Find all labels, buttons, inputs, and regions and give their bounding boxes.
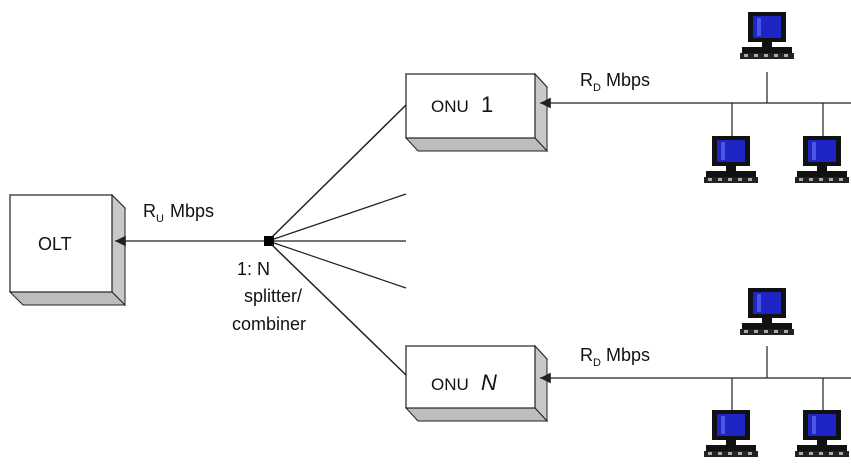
svg-text:D: D bbox=[593, 82, 601, 94]
svg-text:Mbps: Mbps bbox=[606, 345, 650, 365]
svg-text:R: R bbox=[580, 345, 593, 365]
svg-text:Mbps: Mbps bbox=[170, 201, 214, 221]
workstation-icon bbox=[795, 136, 849, 183]
olt-box: OLT bbox=[8, 193, 127, 307]
svg-text:R: R bbox=[580, 70, 593, 90]
splitter-node bbox=[264, 236, 274, 246]
workstation-icon bbox=[740, 288, 794, 335]
fiber-to-onu-1 bbox=[271, 104, 407, 238]
downstream-rate-label-bottom: R D Mbps bbox=[580, 345, 650, 369]
splitter-line3: combiner bbox=[232, 314, 306, 334]
splitter-ratio: 1: N bbox=[237, 259, 270, 279]
fiber-branch-a bbox=[273, 193, 407, 240]
downstream-rate-label-top: R D Mbps bbox=[580, 70, 650, 94]
workstation-icon bbox=[704, 410, 758, 457]
onu-n-label-prefix: ONU bbox=[431, 375, 469, 394]
upstream-rate-label: R U Mbps bbox=[143, 201, 214, 225]
splitter-label: 1: N splitter/ combiner bbox=[232, 259, 306, 334]
onu-n-box: ONU N bbox=[404, 344, 549, 423]
onu-1-label-prefix: ONU bbox=[431, 97, 469, 116]
workstation-icon bbox=[795, 410, 849, 457]
onu-1-label-num: 1 bbox=[481, 92, 493, 117]
svg-text:U: U bbox=[156, 213, 164, 225]
onu-n-label-num: N bbox=[481, 370, 497, 395]
splitter-line2: splitter/ bbox=[244, 286, 302, 306]
fiber-to-onu-n bbox=[271, 244, 407, 376]
workstation-icon bbox=[740, 12, 794, 59]
fiber-branch-c bbox=[273, 242, 407, 289]
workstation-icon bbox=[704, 136, 758, 183]
svg-text:Mbps: Mbps bbox=[606, 70, 650, 90]
svg-text:D: D bbox=[593, 357, 601, 369]
onu-1-box: ONU 1 bbox=[404, 72, 549, 153]
svg-text:R: R bbox=[143, 201, 156, 221]
olt-label: OLT bbox=[38, 234, 72, 254]
